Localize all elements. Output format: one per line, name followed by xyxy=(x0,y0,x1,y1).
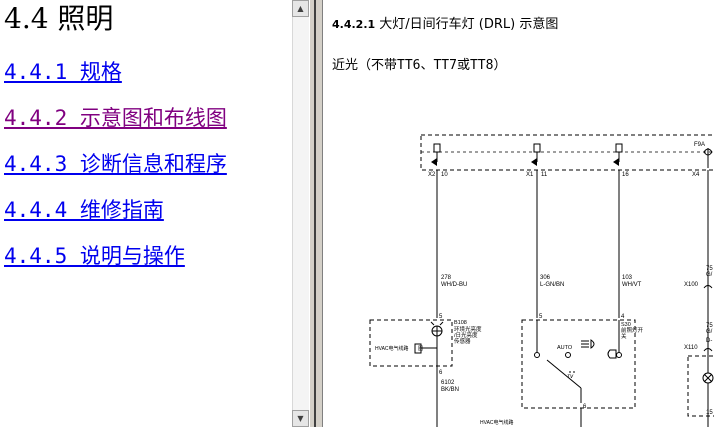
toc-link-repair[interactable]: 4.4.4 维修指南 xyxy=(4,198,164,222)
toc-link-schematics[interactable]: 4.4.2 示意图和布线图 xyxy=(4,106,227,130)
label-x2-pin: 10 xyxy=(441,172,448,178)
label-sensor-name1: 环境光亮度 xyxy=(454,325,482,333)
label-sensor-ref: B108 xyxy=(454,320,467,326)
frame-splitter[interactable] xyxy=(309,0,323,427)
label-sensor-name2: /日光亮度 xyxy=(454,331,478,339)
label-x1b-pin: 16 xyxy=(622,172,629,178)
label-wire-right-color: WH/VT xyxy=(622,282,642,288)
toc-item: 4.4.5 说明与操作 xyxy=(4,242,185,270)
label-sensor-pin-top: 5 xyxy=(439,314,443,320)
label-wire-mid-color: L-GN/BN xyxy=(540,282,564,288)
label-x1-pin: 11 xyxy=(541,172,548,178)
label-switch-auto: AUTO xyxy=(557,345,573,351)
heading-number: 4.4.2.1 xyxy=(332,18,376,31)
label-sensor-module: HVAC电气线路 xyxy=(375,345,409,352)
label-wire-far-circuit: 75 xyxy=(706,266,713,272)
label-wire-mid-circuit: 306 xyxy=(540,275,551,281)
connector-x2-icon xyxy=(431,143,441,166)
document-subheading: 近光（不带TT6、TT7或TT8） xyxy=(332,58,507,73)
toc-item: 4.4.2 示意图和布线图 xyxy=(4,104,227,132)
scrollbar-track[interactable] xyxy=(292,17,309,410)
label-wire-left-circuit: 278 xyxy=(441,275,452,281)
connector-x100-icon xyxy=(703,285,713,289)
lamp-icon xyxy=(702,372,714,384)
label-sensor-module2: 图 xyxy=(418,346,423,352)
switch-box-outline xyxy=(521,319,636,409)
toc-title: 4.4 照明 xyxy=(4,2,114,35)
lamp-box-outline xyxy=(687,355,714,417)
label-switch-bottom: HVAC电气线路 xyxy=(480,419,514,426)
label-switch-name1: 前照灯开 xyxy=(621,326,644,334)
label-wire-far-color: G/ xyxy=(706,272,713,278)
connector-x110-icon xyxy=(703,348,713,352)
toc-item: 4.4.1 规格 xyxy=(4,58,122,86)
label-x2: X2 xyxy=(428,172,436,178)
headlamp-symbol-icon xyxy=(581,339,595,349)
left-navigation-frame: 4.4 照明 4.4.1 规格 4.4.2 示意图和布线图 4.4.3 诊断信息… xyxy=(0,0,292,427)
switch-contact-icon xyxy=(565,352,571,358)
label-x110: X110 xyxy=(684,345,698,351)
label-wire-bottom-color: BK/BN xyxy=(441,387,459,393)
label-switch-ref: S30 xyxy=(621,322,631,328)
splitter-line xyxy=(314,0,316,427)
label-sensor-name3: 传感器 xyxy=(454,337,471,345)
label-wire-right-circuit: 103 xyxy=(622,275,633,281)
label-x4: X4 xyxy=(692,172,700,178)
toc-link-diagnostics[interactable]: 4.4.3 诊断信息和程序 xyxy=(4,152,227,176)
label-switch-pin-left: 5 xyxy=(539,314,543,320)
light-sensor-icon xyxy=(430,321,444,337)
label-switch-name2: 关 xyxy=(621,332,627,340)
toc-link-specifications[interactable]: 4.4.1 规格 xyxy=(4,60,122,84)
label-wire-bottom-circuit: 6102 xyxy=(441,380,455,386)
label-switch-pin-right: 4 xyxy=(621,314,625,320)
label-fuse: F9A xyxy=(694,142,705,148)
switch-contact-icon xyxy=(534,352,540,358)
label-sensor-pin-bottom: 6 xyxy=(439,370,443,376)
label-wire-left-color: WH/D-BU xyxy=(441,282,467,288)
scroll-up-arrow-icon[interactable]: ▲ xyxy=(292,0,309,17)
label-x1: X1 xyxy=(526,172,534,178)
svg-text:ᴛᴠ: ᴛᴠ xyxy=(567,374,574,380)
content-frame: 4.4.2.1 大灯/日间行车灯 (DRL) 示意图 近光（不带TT6、TT7或… xyxy=(323,0,714,427)
label-d: D- xyxy=(706,338,712,344)
label-switch-pin-bottom: 6 xyxy=(583,404,587,410)
wiring-schematic: X2 10 X1 11 16 X4 F9A 278 WH/D-BU 306 L-… xyxy=(369,134,714,427)
high-beam-icon xyxy=(607,349,617,359)
connector-x1-icon xyxy=(531,143,541,166)
fuse-block-outline xyxy=(420,134,714,171)
switch-lever xyxy=(546,359,582,389)
scroll-down-arrow-icon[interactable]: ▼ xyxy=(292,410,309,427)
label-wire-far-color2: G/ xyxy=(706,329,713,335)
toc-item: 4.4.3 诊断信息和程序 xyxy=(4,150,227,178)
heading-text: 大灯/日间行车灯 (DRL) 示意图 xyxy=(375,17,559,32)
label-x100: X100 xyxy=(684,282,699,288)
label-wire-far-bottom: 15 xyxy=(706,410,713,416)
toc-item: 4.4.4 维修指南 xyxy=(4,196,164,224)
switch-contact-icon xyxy=(616,352,622,358)
toc-link-description[interactable]: 4.4.5 说明与操作 xyxy=(4,244,185,268)
left-scrollbar[interactable]: ▲ ▼ xyxy=(292,0,309,427)
fuse-icon xyxy=(703,148,713,168)
document-heading: 4.4.2.1 大灯/日间行车灯 (DRL) 示意图 xyxy=(332,13,558,32)
label-wire-far-circuit2: 75 xyxy=(706,323,713,329)
sensor-box-outline xyxy=(369,319,453,367)
connector-x1b-icon xyxy=(613,143,623,166)
